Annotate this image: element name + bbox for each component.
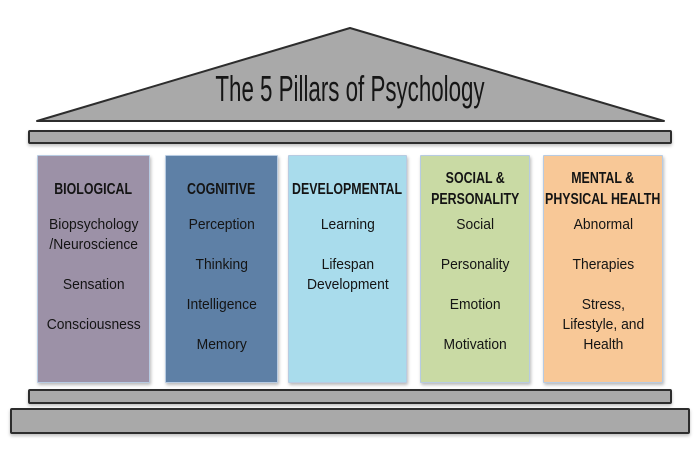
pillar-social-personality-header: SOCIAL & PERSONALITY bbox=[430, 170, 520, 208]
foundation-bar bbox=[10, 408, 690, 434]
pillar-social-personality-items: Social Personality Emotion Motivation bbox=[440, 217, 510, 353]
pillar-mental-physical-health-items: Abnormal Therapies Stress, Lifestyle, an… bbox=[562, 217, 644, 353]
diagram-title: The 5 Pillars of Psychology bbox=[215, 68, 485, 109]
pillar-biological-header: BIOLOGICAL bbox=[54, 180, 133, 198]
pillar-cognitive: COGNITIVE Perception Thinking Intelligen… bbox=[165, 155, 278, 383]
pillar-biological: BIOLOGICAL Biopsychology /Neuroscience S… bbox=[37, 155, 150, 383]
pillar-developmental: DEVELOPMENTAL Learning Lifespan Developm… bbox=[288, 155, 407, 383]
pillar-developmental-header: DEVELOPMENTAL bbox=[292, 180, 403, 198]
pediment-triangle bbox=[36, 27, 665, 122]
architrave-beam bbox=[28, 130, 672, 144]
pillar-mental-physical-health-header: MENTAL & PHYSICAL HEALTH bbox=[545, 170, 661, 208]
stylobate-bar bbox=[28, 389, 672, 404]
pillar-cognitive-header: COGNITIVE bbox=[187, 180, 256, 198]
pillar-cognitive-items: Perception Thinking Intelligence Memory bbox=[186, 217, 257, 353]
pillar-mental-physical-health: MENTAL & PHYSICAL HEALTH Abnormal Therap… bbox=[543, 155, 663, 383]
pillar-developmental-items: Learning Lifespan Development bbox=[306, 217, 389, 293]
pillar-biological-items: Biopsychology /Neuroscience Sensation Co… bbox=[46, 217, 141, 333]
pillar-social-personality: SOCIAL & PERSONALITY Social Personality … bbox=[420, 155, 530, 383]
